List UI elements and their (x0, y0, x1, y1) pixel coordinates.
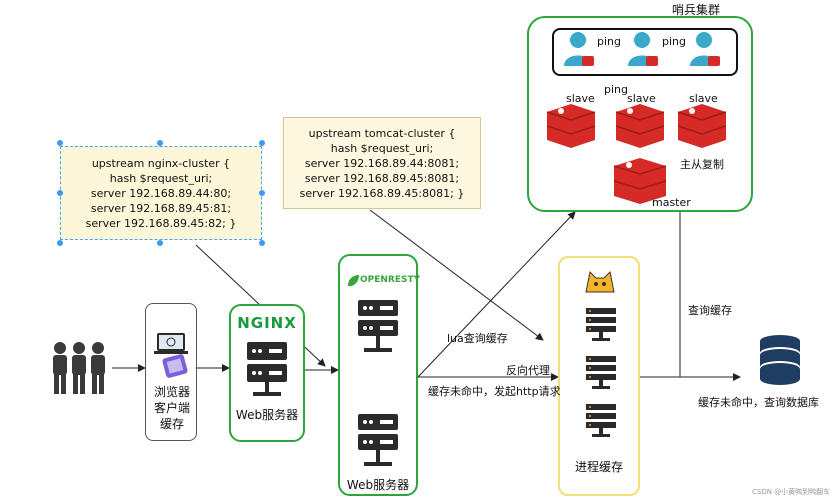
selection-handle[interactable] (259, 240, 265, 246)
replication-label: 主从复制 (680, 158, 724, 171)
openresty-leaf-icon (348, 275, 359, 287)
phone-icon (162, 354, 188, 378)
selection-handle[interactable] (157, 240, 163, 246)
browser-line: 缓存 (159, 417, 184, 431)
nginx-label: Web服务器 (235, 408, 299, 422)
selection-handle[interactable] (57, 240, 63, 246)
nginx-note-line: server 192.168.89.45:81; (90, 201, 232, 215)
nginx-note-line: server 192.168.89.45:82; } (85, 216, 237, 230)
arrow-tomcat-note (369, 209, 544, 341)
browser-line: 浏览器 (153, 385, 190, 399)
redis-slave-icon[interactable] (614, 104, 666, 148)
nginx-web-server[interactable]: NGINX Web服务器 (229, 304, 305, 442)
server-rack-icon (358, 414, 398, 466)
redis-master-icon[interactable] (612, 158, 668, 204)
openresty-label: Web服务器 (346, 478, 410, 492)
sentinel-node-icon (628, 32, 658, 66)
sentinel-node-icon (690, 32, 720, 66)
edge-label-reverse-proxy: 反向代理 (506, 364, 550, 377)
selection-handle[interactable] (259, 190, 265, 196)
tomcat-label: 进程缓存 (574, 460, 623, 474)
ping-label: ping (662, 35, 686, 48)
server-rack-icon (586, 356, 616, 389)
tomcat-note-line: server 192.168.89.44:8081; (304, 156, 460, 170)
nginx-logo: NGINX (237, 314, 297, 332)
browser-line: 客户端 (153, 401, 190, 415)
selection-handle[interactable] (259, 140, 265, 146)
selection-handle[interactable] (157, 140, 163, 146)
sentinel-node-icon (564, 32, 594, 66)
selection-handle[interactable] (57, 140, 63, 146)
openresty-web-server[interactable]: OPENRESTY Web服务器 (338, 254, 420, 496)
server-rack-icon (586, 308, 616, 341)
sentinel-title: 哨兵集群 (672, 3, 721, 17)
tomcat-upstream-note[interactable]: upstream tomcat-cluster { hash $request_… (283, 117, 481, 209)
edge-label-cache-miss-http: 缓存未命中，发起http请求 (428, 385, 561, 398)
edge-label-query-cache: 查询缓存 (688, 304, 732, 317)
database-icon[interactable] (758, 334, 802, 388)
tomcat-note-line: server 192.168.89.45:8081; } (299, 186, 465, 200)
slave-label: slave (566, 92, 595, 105)
nginx-note-line: server 192.168.89.44:80; (90, 186, 232, 200)
watermark: CSDN @小黄鸭到鸭翻车 (752, 488, 831, 496)
nginx-note-line: upstream nginx-cluster { (91, 156, 231, 170)
arrow-openresty-redis (417, 211, 576, 378)
server-rack-icon (358, 300, 398, 352)
master-label: master (652, 196, 691, 209)
server-rack-icon (586, 404, 616, 437)
nginx-note-line: hash $request_uri; (109, 171, 213, 185)
tomcat-cat-icon (585, 270, 615, 293)
tomcat-note-line: hash $request_uri; (330, 141, 434, 155)
tomcat-process-cache[interactable]: 进程缓存 (558, 256, 640, 496)
browser-label: 浏览器 客户端 缓存 (146, 384, 198, 432)
nginx-upstream-note[interactable]: upstream nginx-cluster { hash $request_u… (60, 146, 262, 240)
tomcat-note-line: upstream tomcat-cluster { (308, 126, 456, 140)
edge-label-cache-miss-db: 缓存未命中，查询数据库 (698, 396, 819, 409)
server-rack-icon (247, 342, 287, 396)
browser-client-cache[interactable]: 浏览器 客户端 缓存 (145, 303, 197, 441)
laptop-icon (154, 333, 188, 354)
tomcat-note-line: server 192.168.89.45:8081; (304, 171, 460, 185)
sentinel-nodes (564, 32, 720, 66)
ping-label: ping (604, 83, 628, 96)
slave-label: slave (689, 92, 718, 105)
slave-label: slave (627, 92, 656, 105)
openresty-logo-text: OPENRESTY (360, 275, 421, 285)
users-icon (53, 342, 105, 394)
selection-handle[interactable] (57, 190, 63, 196)
ping-label: ping (597, 35, 621, 48)
redis-slave-icon[interactable] (676, 104, 728, 148)
redis-slave-icon[interactable] (545, 104, 597, 148)
edge-label-lua-cache: lua查询缓存 (447, 332, 508, 345)
openresty-logo: OPENRESTY (346, 274, 420, 290)
